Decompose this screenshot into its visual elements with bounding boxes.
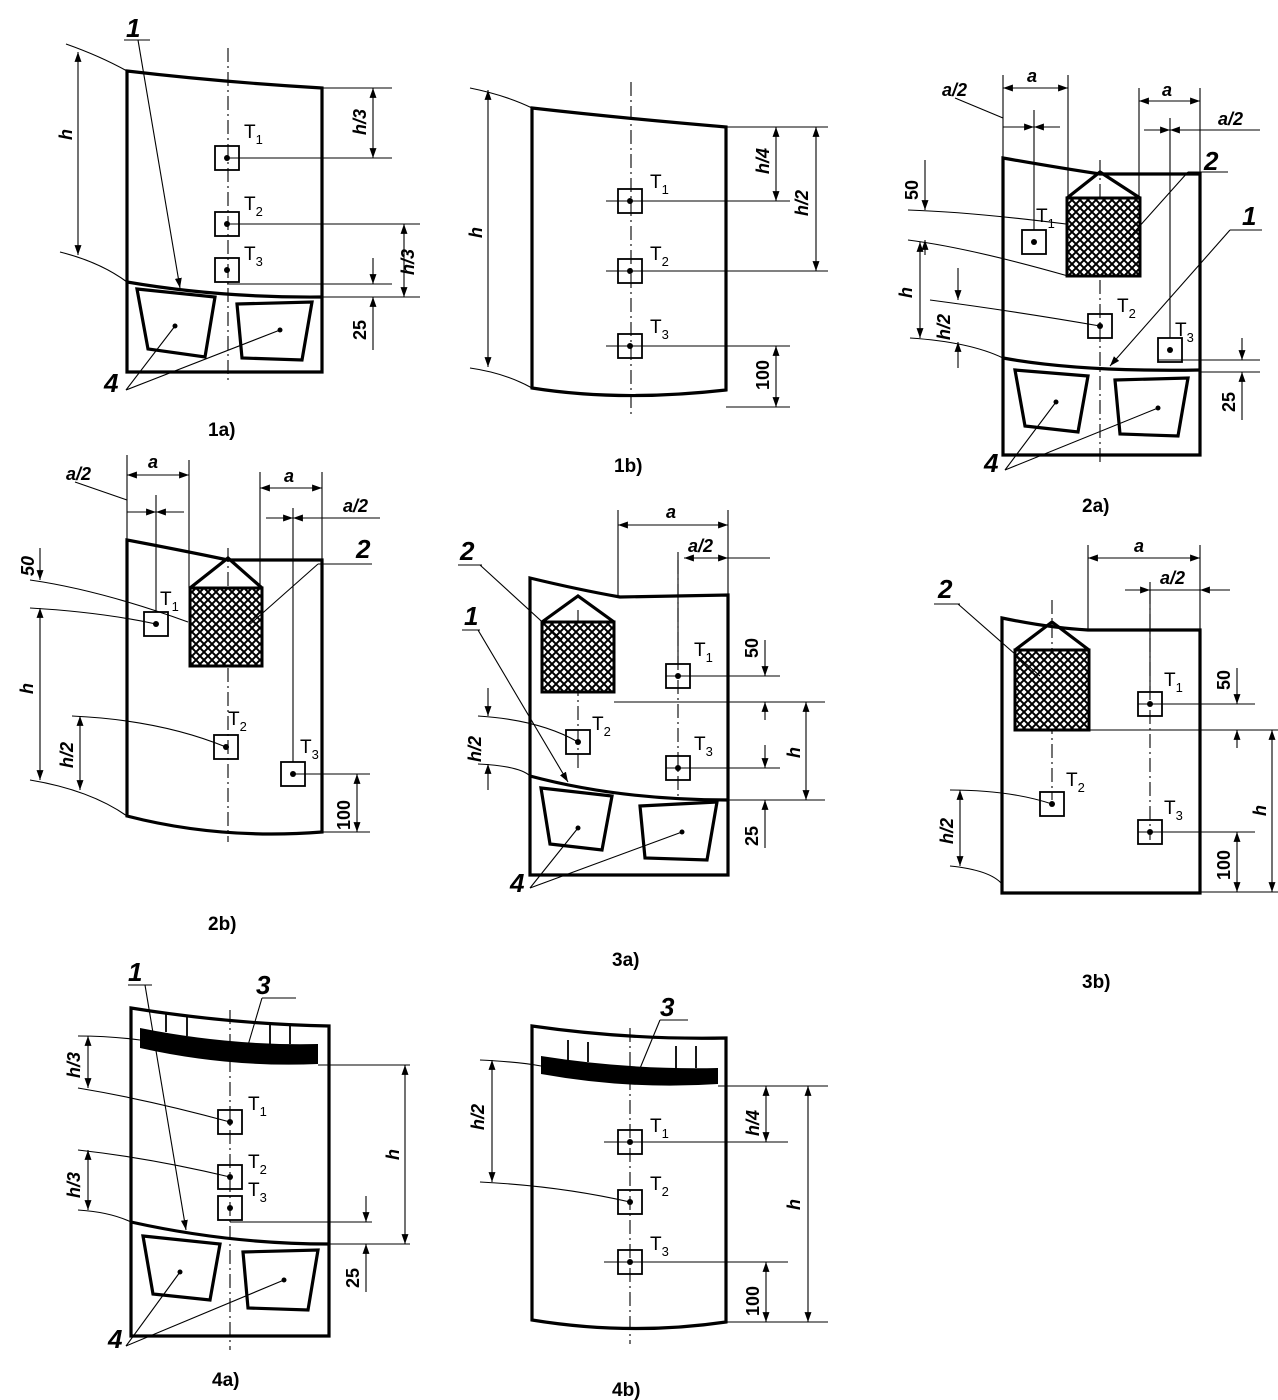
point-label: T2: [592, 714, 611, 739]
point-label: T1: [1036, 206, 1055, 231]
point-label: T2: [1117, 296, 1136, 321]
dim-label: a/2: [1218, 109, 1243, 129]
dim-label: h: [56, 129, 76, 140]
point-label: T3: [1175, 320, 1194, 345]
point-label: T1: [1164, 670, 1183, 695]
callout-2: 2: [1203, 146, 1219, 176]
dim-label: 100: [743, 1286, 763, 1316]
callout-1: 1: [126, 13, 140, 43]
callout-4: 4: [103, 368, 119, 398]
dim-label: 25: [742, 826, 762, 846]
dim-label: a/2: [1160, 568, 1185, 588]
dim-label: a: [284, 466, 294, 486]
dim-label: h: [784, 1199, 804, 1210]
dim-label: h/3: [64, 1052, 84, 1078]
dim-label: a: [1162, 80, 1172, 100]
dim-label: h/3: [398, 249, 418, 275]
figure-caption: 2a): [1082, 496, 1109, 517]
point-label: T3: [248, 1180, 267, 1205]
dim-label: h/2: [57, 742, 77, 768]
figure-1b: T1 T2 T3 h h/4 h/2 100 1b): [466, 82, 828, 477]
callout-4: 4: [983, 448, 999, 478]
callout-2: 2: [937, 574, 953, 604]
figure-caption: 1a): [208, 420, 235, 441]
dim-label: h/2: [937, 818, 957, 844]
dim-label: h: [896, 287, 916, 298]
point-label: T2: [1066, 770, 1085, 795]
point-label: T1: [244, 122, 263, 147]
dim-label: a/2: [688, 536, 713, 556]
figure-3b: 2 T1 T2 T3 a a/2 50 h/2 h 100 3b): [934, 536, 1278, 993]
dim-label: 100: [334, 800, 354, 830]
figure-caption: 2b): [208, 914, 237, 935]
point-label: T3: [650, 1234, 669, 1259]
callout-4: 4: [107, 1324, 123, 1354]
point-label: T1: [248, 1094, 267, 1119]
point-label: T1: [694, 640, 713, 665]
point-label: T2: [244, 194, 263, 219]
dim-label: a: [666, 502, 676, 522]
callout-2: 2: [459, 536, 475, 566]
dim-label: h/2: [465, 736, 485, 762]
callout-1: 1: [464, 601, 478, 631]
figure-3a: 2 1 4 T1 T2 T3 a a/2 50 h/2 h 25 3a): [458, 502, 825, 971]
point-label: T3: [300, 737, 319, 762]
figure-caption: 3b): [1082, 972, 1111, 993]
point-label: T1: [650, 172, 669, 197]
callout-4: 4: [509, 868, 525, 898]
figure-1a: 1 4 T1 T2 T3 h h/3 h/3 25 1a): [56, 13, 420, 441]
point-label: T3: [244, 244, 263, 269]
callout-1: 1: [1242, 201, 1256, 231]
figure-2a: 2 1 4 T1 T2 T3 a/2 a a a/2 50 h h/2 25 2…: [896, 66, 1262, 517]
dim-label: h/4: [743, 1110, 763, 1136]
dim-label: h/3: [64, 1172, 84, 1198]
point-label: T3: [650, 317, 669, 342]
point-label: T2: [650, 244, 669, 269]
dim-label: a/2: [343, 496, 368, 516]
dim-label: a/2: [66, 464, 91, 484]
figure-caption: 4b): [612, 1380, 641, 1400]
dim-label: h/2: [792, 190, 812, 216]
dim-label: 25: [343, 1268, 363, 1288]
dim-label: 50: [1214, 670, 1234, 690]
dim-label: h: [383, 1149, 403, 1160]
point-label: T2: [228, 709, 247, 734]
dim-label: h: [466, 227, 486, 238]
dim-label: h: [17, 683, 37, 694]
point-label: T1: [160, 589, 179, 614]
figure-4b: 3 T1 T2 T3 h/2 h/4 h 100 4b): [468, 992, 828, 1400]
dim-label: 100: [1214, 850, 1234, 880]
dim-label: 50: [902, 180, 922, 200]
figure-4a: 1 3 4 T1 T2 T3 h/3 h/3 h 25 4a): [64, 957, 410, 1391]
dim-label: a: [148, 452, 158, 472]
dim-label: h/4: [753, 148, 773, 174]
point-label: T2: [650, 1174, 669, 1199]
dim-label: h: [1250, 805, 1270, 816]
dim-label: 25: [350, 320, 370, 340]
callout-3: 3: [256, 970, 271, 1000]
callout-1: 1: [128, 957, 142, 987]
dim-label: a: [1027, 66, 1037, 86]
dim-label: 50: [18, 556, 38, 576]
point-label: T3: [694, 734, 713, 759]
figure-caption: 4a): [212, 1370, 239, 1391]
point-label: T1: [650, 1116, 669, 1141]
callout-3: 3: [660, 992, 675, 1022]
dim-label: h: [784, 747, 804, 758]
dim-label: h/3: [350, 109, 370, 135]
dim-label: h/2: [934, 314, 954, 340]
callout-2: 2: [355, 534, 371, 564]
dim-label: h/2: [468, 1104, 488, 1130]
point-label: T3: [1164, 798, 1183, 823]
dim-label: 25: [1219, 392, 1239, 412]
figure-caption: 1b): [614, 456, 643, 477]
dim-label: a: [1134, 536, 1144, 556]
dim-label: 100: [753, 360, 773, 390]
point-label: T2: [248, 1152, 267, 1177]
figure-2b: 2 T1 T2 T3 a/2 a a a/2 50 h h/2 100 2b): [17, 452, 380, 935]
dim-label: a/2: [942, 80, 967, 100]
figure-caption: 3a): [612, 950, 639, 971]
dim-label: 50: [742, 638, 762, 658]
